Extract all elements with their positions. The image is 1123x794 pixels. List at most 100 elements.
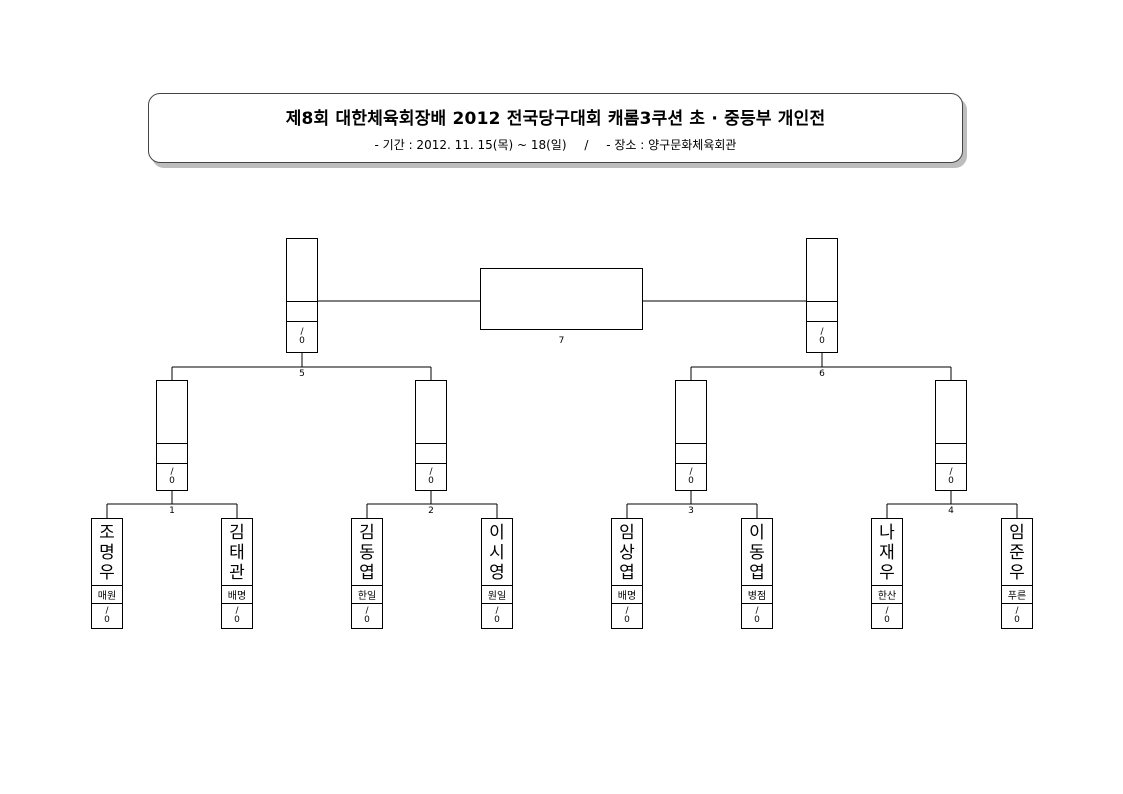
result-team-slot bbox=[675, 443, 707, 464]
player-name-char: 동 bbox=[749, 543, 765, 563]
score-value: 0 bbox=[104, 615, 110, 625]
result-team-slot bbox=[156, 443, 188, 464]
score-slash: / bbox=[495, 606, 499, 616]
score-cell: /0 bbox=[286, 321, 318, 353]
player-team: 한일 bbox=[351, 585, 383, 604]
player-name-char: 이 bbox=[489, 523, 505, 543]
score-value: 0 bbox=[1014, 615, 1020, 625]
score-slash: / bbox=[1015, 606, 1019, 616]
player-name-char: 명 bbox=[99, 543, 115, 563]
player-name-char: 임 bbox=[619, 523, 635, 543]
player-team: 푸른 bbox=[1001, 585, 1033, 604]
player-team: 병점 bbox=[741, 585, 773, 604]
player-team: 배명 bbox=[221, 585, 253, 604]
player-name-char: 우 bbox=[879, 563, 895, 583]
player-name-char: 상 bbox=[619, 543, 635, 563]
score-cell: /0 bbox=[481, 603, 513, 629]
score-slash: / bbox=[365, 606, 369, 616]
player-name-char: 나 bbox=[879, 523, 895, 543]
player-name-char: 동 bbox=[359, 543, 375, 563]
player-name-char: 준 bbox=[1009, 543, 1025, 563]
score-slash: / bbox=[755, 606, 759, 616]
score-cell: /0 bbox=[611, 603, 643, 629]
score-cell: /0 bbox=[351, 603, 383, 629]
score-cell: /0 bbox=[415, 463, 447, 491]
score-slash: / bbox=[885, 606, 889, 616]
score-cell: /0 bbox=[935, 463, 967, 491]
page-title: 제8회 대한체육회장배 2012 전국당구대회 캐롬3쿠션 초 · 중등부 개인… bbox=[285, 109, 826, 129]
match-number: 7 bbox=[558, 336, 565, 346]
score-cell: /0 bbox=[91, 603, 123, 629]
round1-result: /0 bbox=[935, 380, 967, 491]
player-team: 한산 bbox=[871, 585, 903, 604]
score-value: 0 bbox=[884, 615, 890, 625]
page-subtitle: - 기간 : 2012. 11. 15(목) ~ 18(일) / - 장소 : … bbox=[149, 136, 962, 153]
score-cell: /0 bbox=[741, 603, 773, 629]
event-venue: - 장소 : 양구문화체육회관 bbox=[606, 138, 737, 152]
player-name-char: 조 bbox=[99, 523, 115, 543]
score-value: 0 bbox=[364, 615, 370, 625]
score-value: 0 bbox=[299, 336, 305, 346]
score-cell: /0 bbox=[806, 321, 838, 353]
match-number: 4 bbox=[948, 506, 954, 516]
score-value: 0 bbox=[948, 476, 954, 486]
player-name-char: 우 bbox=[1009, 563, 1025, 583]
player-name-char: 우 bbox=[99, 563, 115, 583]
match-number: 5 bbox=[299, 369, 305, 379]
player-name-char: 김 bbox=[229, 523, 245, 543]
result-team-slot bbox=[935, 443, 967, 464]
player-name-char: 재 bbox=[879, 543, 895, 563]
score-value: 0 bbox=[169, 476, 175, 486]
score-slash: / bbox=[949, 467, 953, 477]
final-result bbox=[480, 268, 643, 330]
score-cell: /0 bbox=[221, 603, 253, 629]
player-name-char: 영 bbox=[489, 563, 505, 583]
round1-result: /0 bbox=[675, 380, 707, 491]
score-value: 0 bbox=[428, 476, 434, 486]
match-number: 2 bbox=[428, 506, 434, 516]
score-slash: / bbox=[625, 606, 629, 616]
player-name-char: 김 bbox=[359, 523, 375, 543]
score-value: 0 bbox=[494, 615, 500, 625]
round1-result: /0 bbox=[156, 380, 188, 491]
player-name-char: 태 bbox=[229, 543, 245, 563]
player-name-char: 엽 bbox=[749, 563, 765, 583]
player-team: 매원 bbox=[91, 585, 123, 604]
player-name-char: 엽 bbox=[619, 563, 635, 583]
player-team: 원일 bbox=[481, 585, 513, 604]
score-slash: / bbox=[689, 467, 693, 477]
result-name-slot bbox=[935, 380, 967, 444]
score-cell: /0 bbox=[871, 603, 903, 629]
score-slash: / bbox=[105, 606, 109, 616]
score-cell: /0 bbox=[675, 463, 707, 491]
score-value: 0 bbox=[234, 615, 240, 625]
score-value: 0 bbox=[688, 476, 694, 486]
semi-result: /0 bbox=[286, 238, 318, 353]
subtitle-separator: / bbox=[584, 138, 589, 152]
semi-result: /0 bbox=[806, 238, 838, 353]
player-name-char: 시 bbox=[489, 543, 505, 563]
player-name-char: 임 bbox=[1009, 523, 1025, 543]
round1-result: /0 bbox=[415, 380, 447, 491]
result-name-slot bbox=[806, 238, 838, 302]
result-name-slot bbox=[415, 380, 447, 444]
result-name-slot bbox=[156, 380, 188, 444]
result-name-slot bbox=[286, 238, 318, 302]
player-name-char: 관 bbox=[229, 563, 245, 583]
result-name-slot bbox=[675, 380, 707, 444]
event-period: - 기간 : 2012. 11. 15(목) ~ 18(일) bbox=[374, 138, 567, 152]
